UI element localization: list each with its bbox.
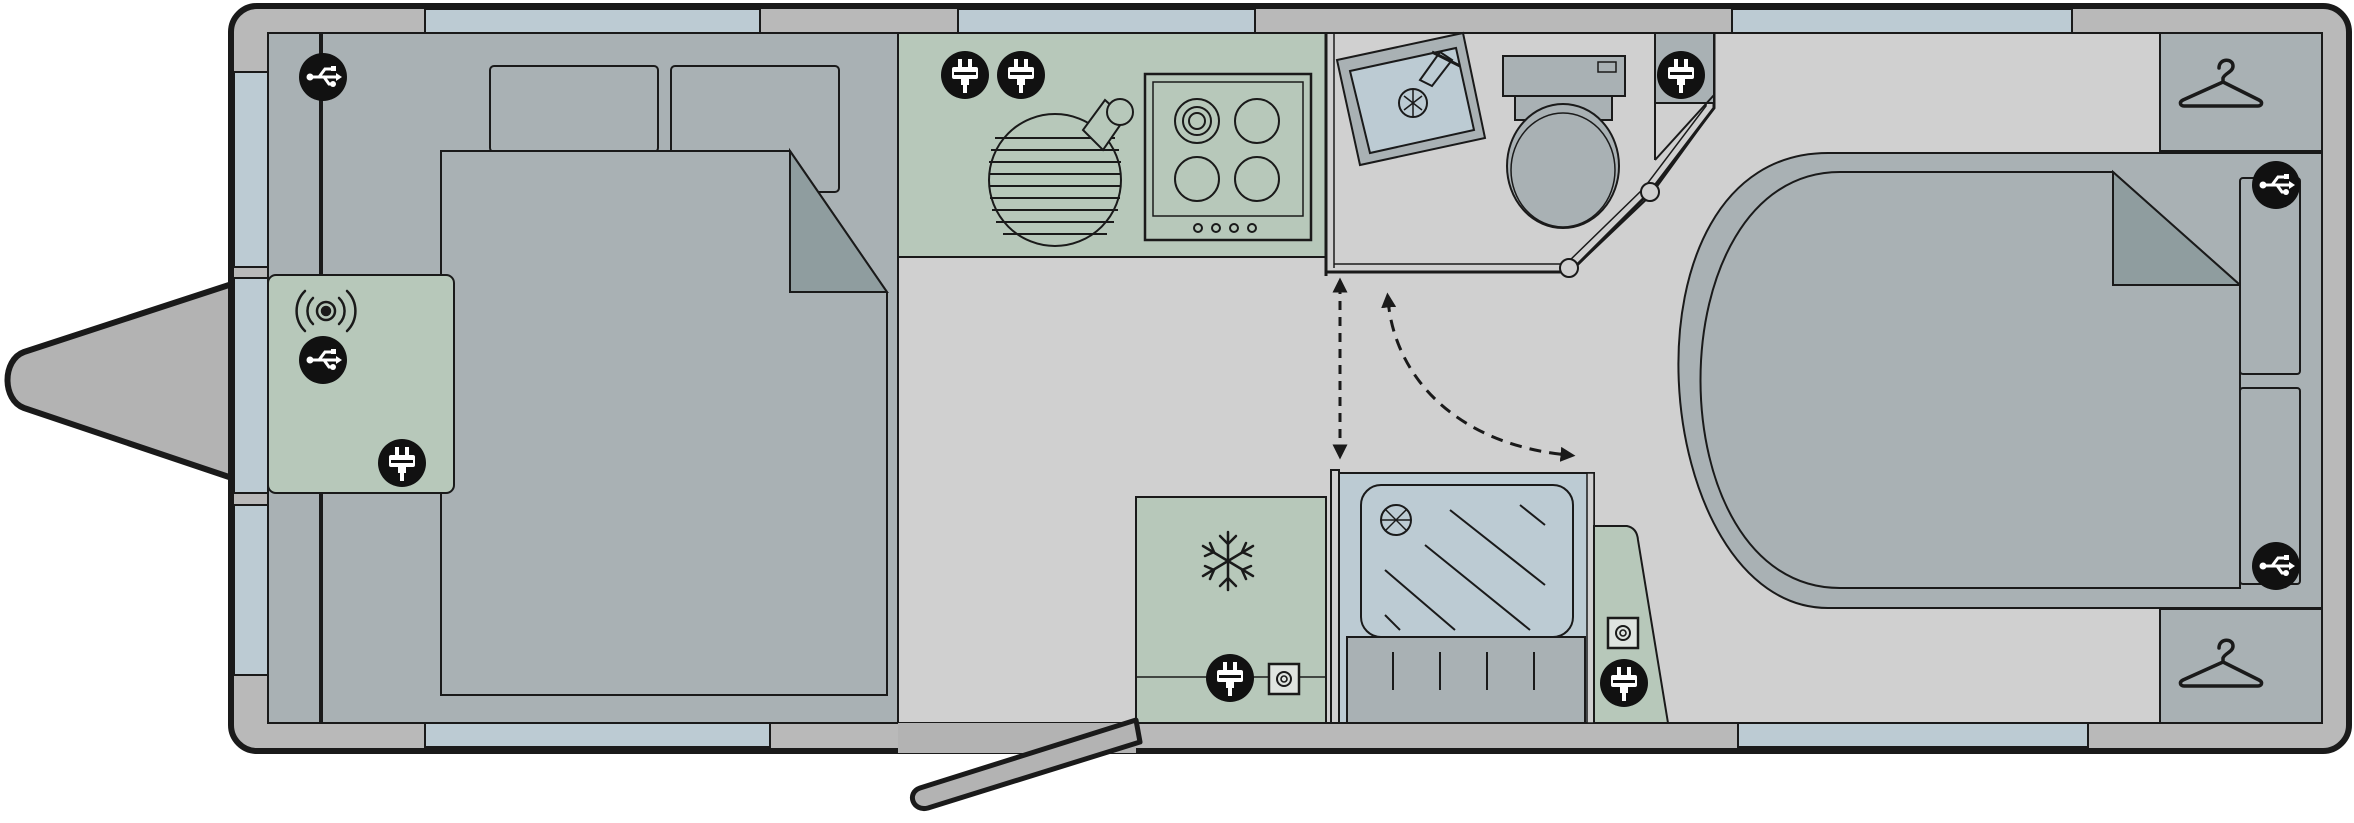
window [1731,8,2073,34]
windows-front [233,71,269,676]
window [424,722,771,748]
hob-burner [1174,156,1220,202]
hob-knobs [1193,223,1257,233]
usb-socket-icon [2251,160,2301,210]
wifi-signal-icon [295,289,357,333]
hob-burner [1234,98,1280,144]
usb-socket-icon [298,52,348,102]
entrance-door [909,717,1143,811]
sink-drainer-lines [989,137,1121,235]
tv-aerial-point-icon [1267,662,1301,696]
sink-tap [1081,98,1134,152]
tv-aerial-point-icon [1606,616,1640,650]
gas-hob [1143,72,1313,242]
window [233,277,269,494]
toilet [1502,55,1626,229]
door-hinge [1559,258,1579,278]
rear-bed-duvet-fold [2112,169,2243,286]
mains-socket-icon [1600,659,1648,707]
usb-socket-icon [298,335,348,385]
mains-socket-icon [1657,51,1705,99]
bed-duvet-fold [789,147,889,293]
windows-top [424,8,2073,34]
mains-socket-icon [378,439,426,487]
window [1737,722,2089,748]
kitchen-sink [988,98,1134,247]
hob-burner [1174,98,1220,144]
shower-seat [1346,636,1586,724]
mains-socket-icon [941,51,989,99]
shower-glass-reflection [1384,504,1546,631]
pillow [489,65,659,153]
mains-socket-icon [997,51,1045,99]
shower-partition [1330,469,1340,724]
front-bedside-unit [267,274,455,494]
wardrobe [2159,608,2323,724]
washroom-basin [1335,31,1487,167]
mains-socket-icon [1206,654,1254,702]
hob-burner [1234,156,1280,202]
window [233,71,269,268]
fridge-snowflake-icon [1201,530,1255,592]
window [233,504,269,676]
door-hinge [1640,182,1660,202]
front-double-bed [440,150,888,696]
tow-hitch-a-frame [4,281,235,481]
usb-socket-icon [2251,541,2301,591]
washroom-swing-door [1381,292,1576,462]
window [424,8,761,34]
rear-island-bed [1699,171,2241,589]
window [957,8,1256,34]
